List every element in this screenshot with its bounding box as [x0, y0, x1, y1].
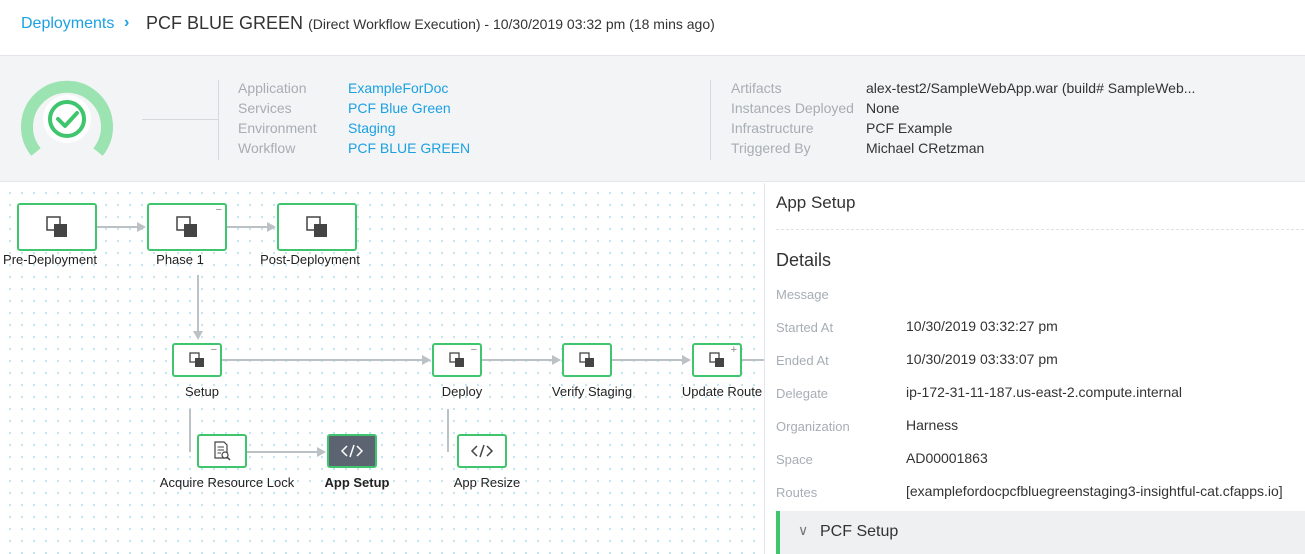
- workflow-graph-canvas[interactable]: Pre-Deployment − Phase 1 Post-Deployment…: [0, 183, 764, 554]
- step-group-icon: [579, 352, 594, 367]
- chevron-down-icon[interactable]: ∨: [798, 522, 809, 538]
- organization-value: Harness: [906, 417, 959, 433]
- node-setup[interactable]: −: [172, 343, 222, 377]
- graph-edge: [222, 359, 422, 361]
- graph-edge: [97, 226, 137, 228]
- workflow-link[interactable]: PCF BLUE GREEN: [348, 140, 471, 156]
- panel-title: App Setup: [776, 193, 856, 212]
- collapse-toggle[interactable]: −: [470, 344, 477, 356]
- status-gauge-icon: [21, 80, 113, 156]
- expand-toggle[interactable]: +: [730, 344, 737, 356]
- workflow-label: Workflow: [238, 140, 296, 156]
- instances-label: Instances Deployed: [731, 100, 854, 116]
- environment-link[interactable]: Staging: [348, 120, 396, 136]
- message-label: Message: [776, 287, 829, 302]
- edge-arrow: [552, 355, 561, 365]
- node-label: Verify Staging: [551, 384, 633, 399]
- node-phase-1[interactable]: −: [147, 203, 227, 251]
- header-bar: Deployments › PCF BLUE GREEN (Direct Wor…: [0, 0, 1305, 56]
- breadcrumb-deployments[interactable]: Deployments: [21, 15, 115, 32]
- node-pre-deployment[interactable]: [17, 203, 97, 251]
- graph-edge: [247, 451, 317, 453]
- started-at-label: Started At: [776, 320, 834, 335]
- page-title: PCF BLUE GREEN (Direct Workflow Executio…: [146, 13, 715, 34]
- node-label: Setup: [185, 384, 219, 399]
- node-app-resize[interactable]: [457, 434, 507, 468]
- space-label: Space: [776, 452, 813, 467]
- edge-arrow: [193, 331, 203, 340]
- workflow-title: PCF BLUE GREEN: [146, 13, 304, 33]
- step-group-icon: [189, 352, 204, 367]
- space-value: AD00001863: [906, 450, 988, 466]
- environment-label: Environment: [238, 120, 317, 136]
- collapse-toggle[interactable]: −: [215, 204, 222, 216]
- node-label: Pre-Deployment: [3, 252, 97, 267]
- edge-arrow: [422, 355, 431, 365]
- node-label: App Setup: [324, 475, 390, 490]
- details-heading: Details: [776, 250, 832, 270]
- edge-arrow: [267, 222, 276, 232]
- graph-edge: [447, 409, 449, 452]
- step-group-icon: [709, 352, 724, 367]
- node-post-deployment[interactable]: [277, 203, 357, 251]
- panel-divider: [776, 229, 1304, 230]
- application-link[interactable]: ExampleForDoc: [348, 80, 449, 96]
- node-update-route[interactable]: +: [692, 343, 742, 377]
- step-group-icon: [449, 352, 464, 367]
- node-deploy[interactable]: −: [432, 343, 482, 377]
- graph-edge: [742, 359, 764, 361]
- graph-edge: [189, 409, 191, 452]
- pcf-setup-section[interactable]: ∨ PCF Setup: [776, 511, 1305, 554]
- ended-at-value: 10/30/2019 03:33:07 pm: [906, 351, 1058, 367]
- node-acquire-resource-lock[interactable]: [197, 434, 247, 468]
- instances-value: None: [866, 100, 900, 116]
- edge-arrow: [137, 222, 146, 232]
- started-at-value: 10/30/2019 03:32:27 pm: [906, 318, 1058, 334]
- delegate-label: Delegate: [776, 386, 829, 401]
- graph-edge: [482, 359, 552, 361]
- phase-icon: [306, 216, 327, 237]
- graph-edge: [197, 275, 199, 331]
- triggered-by-value: Michael CRetzman: [866, 140, 985, 156]
- code-icon: [340, 444, 364, 458]
- node-label: Acquire Resource Lock: [159, 475, 295, 490]
- phase-icon: [46, 216, 67, 237]
- execution-subtitle: (Direct Workflow Execution) - 10/30/2019…: [308, 16, 715, 32]
- node-verify-staging[interactable]: [562, 343, 612, 377]
- node-label: Post-Deployment: [260, 252, 360, 267]
- resource-lock-icon: [214, 441, 231, 461]
- ended-at-label: Ended At: [776, 353, 829, 368]
- node-label: Deploy: [441, 384, 483, 399]
- section-title: PCF Setup: [820, 523, 899, 540]
- routes-label: Routes: [776, 485, 818, 500]
- edge-arrow: [682, 355, 691, 365]
- chevron-right-icon: ›: [124, 14, 130, 31]
- collapse-toggle[interactable]: −: [210, 344, 217, 356]
- routes-value: [examplefordocpcfbluegreenstaging3-insig…: [906, 483, 1283, 499]
- node-label: App Resize: [453, 475, 521, 490]
- infrastructure-label: Infrastructure: [731, 120, 814, 136]
- phase-icon: [176, 216, 197, 237]
- triggered-by-label: Triggered By: [731, 140, 811, 156]
- artifacts-label: Artifacts: [731, 80, 782, 96]
- services-link[interactable]: PCF Blue Green: [348, 100, 451, 116]
- artifacts-value: alex-test2/SampleWebApp.war (build# Samp…: [866, 80, 1196, 96]
- graph-edge: [612, 359, 682, 361]
- organization-label: Organization: [776, 419, 850, 434]
- node-label: Update Route: [681, 384, 763, 399]
- deployment-summary: Application ExampleForDoc Services PCF B…: [0, 56, 1305, 182]
- step-details-panel: App Setup Details Message Started At 10/…: [764, 183, 1305, 554]
- infrastructure-value: PCF Example: [866, 120, 953, 136]
- code-icon: [470, 444, 494, 458]
- summary-divider: [218, 80, 219, 160]
- node-label: Phase 1: [156, 252, 204, 267]
- services-label: Services: [238, 100, 292, 116]
- edge-arrow: [317, 447, 326, 457]
- gauge-connector: [142, 119, 218, 120]
- delegate-value: ip-172-31-11-187.us-east-2.compute.inter…: [906, 384, 1183, 400]
- graph-edge: [227, 226, 267, 228]
- node-app-setup[interactable]: [327, 434, 377, 468]
- summary-divider: [710, 80, 711, 160]
- application-label: Application: [238, 80, 307, 96]
